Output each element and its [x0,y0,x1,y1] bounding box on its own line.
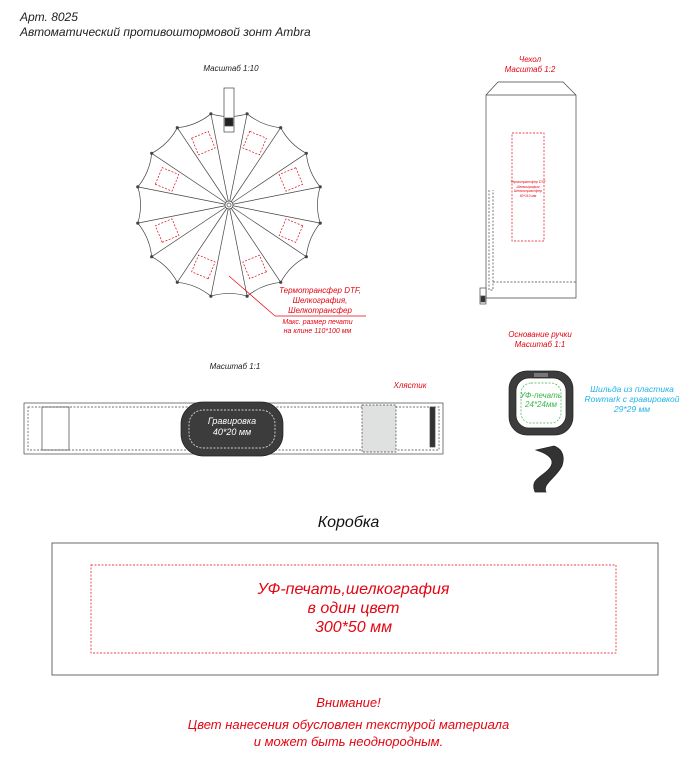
umbrella-print-areas [154,130,304,280]
umbrella-panel-edge [280,127,307,154]
product-name: Автоматический противоштормовой зонт Amb… [20,25,311,39]
umbrella-panel-edge [280,256,307,283]
umbrella-panel-edge [246,113,281,129]
umbrella-rib [137,204,230,224]
umbrella-rib [151,153,230,206]
cover-print-label: Термотрансфер DTF Шелкография Шелкотранс… [510,180,546,198]
umbrella-panel-edge [210,293,248,297]
umbrella-rib-tip [318,221,322,225]
umbrella-rib [228,113,248,206]
umbrella-print-area [242,130,267,156]
box-print-area [90,564,617,654]
umbrella-rib-tip [209,294,213,298]
umbrella-rib-tip [175,280,179,284]
handle-plate-label: Шильда из пластика Rowmark с гравировкой… [584,384,680,414]
umbrella-rib-tip [150,255,154,259]
umbrella-rib-tip [136,221,140,225]
umbrella-rib [137,186,230,206]
umbrella-method-label: Термотрансфер DTF, Шелкография, Шелкотра… [279,286,361,315]
umbrella-rib-tips [136,112,322,298]
handle-print-label: УФ-печать 24*24мм [520,391,562,409]
umbrella-canopy [136,112,322,298]
umbrella-panel-edge [137,153,153,188]
umbrella-panel-edge [177,113,212,129]
umbrella-rib-tip [136,185,140,189]
umbrella-rib-tip [175,126,179,130]
article-number: Арт. 8025 [20,10,78,24]
warning-text: Цвет нанесения обусловлен текстурой мате… [187,717,510,749]
umbrella-rib [210,204,230,297]
umbrella-panel-edge [137,222,153,257]
umbrella-rib [228,204,321,224]
umbrella-rib-tip [304,255,308,259]
umbrella-rib [177,204,230,283]
umbrella-print-area [191,130,216,156]
umbrella-panel-edge [151,127,178,154]
umbrella-panel-edge [177,281,212,297]
strap-drawing [23,401,444,457]
umbrella-print-area [242,254,267,280]
umbrella-rib-tip [318,185,322,189]
umbrella-panel-edge [151,256,178,283]
umbrella-rib [210,113,230,206]
umbrella-rib [228,186,321,206]
umbrella-size-label: Макс. размер печати на клине 110*100 мм [282,319,353,335]
umbrella-panel-edge [137,186,141,224]
umbrella-ribs [137,113,321,297]
cover-drawing [479,81,577,305]
warning-title: Внимание! [316,695,381,710]
umbrella-top-handle [223,87,235,133]
umbrella-panel-edge [317,186,321,224]
umbrella-print-area [191,254,216,280]
umbrella-print-area [278,167,304,192]
umbrella-rib-tip [304,151,308,155]
umbrella-edges [137,113,321,297]
umbrella-rib [151,204,230,257]
umbrella-rib-tip [245,112,249,116]
umbrella-print-area [278,218,304,243]
umbrella-panel-edge [305,222,321,257]
umbrella-rib [228,153,307,206]
strap-engrave-label: Гравировка 40*20 мм [207,416,257,437]
strap-label: Хлястик [393,381,427,390]
umbrella-rib-tip [245,294,249,298]
umbrella-rib [228,204,281,283]
umbrella-rib-tip [279,126,283,130]
umbrella-rib [228,204,307,257]
umbrella-print-area [154,167,180,192]
strap-scale-label: Масштаб 1:1 [209,362,261,371]
umbrella-scale-label: Масштаб 1:10 [203,64,259,73]
umbrella-rib-tip [209,112,213,116]
umbrella-rib-tip [150,151,154,155]
handle-title-label: Основание ручки Масштаб 1:1 [508,330,572,349]
umbrella-print-area [154,218,180,243]
umbrella-rib [228,127,281,206]
umbrella-rib [228,204,248,297]
cover-print-area [511,132,545,242]
handle-base-drawing [508,370,574,493]
umbrella-leader-line [228,275,366,317]
umbrella-rib-tip [279,280,283,284]
umbrella-panel-edge [305,153,321,188]
box-print-label: УФ-печать,шелкография в один цвет 300*50… [257,581,450,636]
umbrella-rib [177,127,230,206]
cover-title-label: Чехол Масштаб 1:2 [504,55,556,74]
box-title: Коробка [317,514,380,531]
